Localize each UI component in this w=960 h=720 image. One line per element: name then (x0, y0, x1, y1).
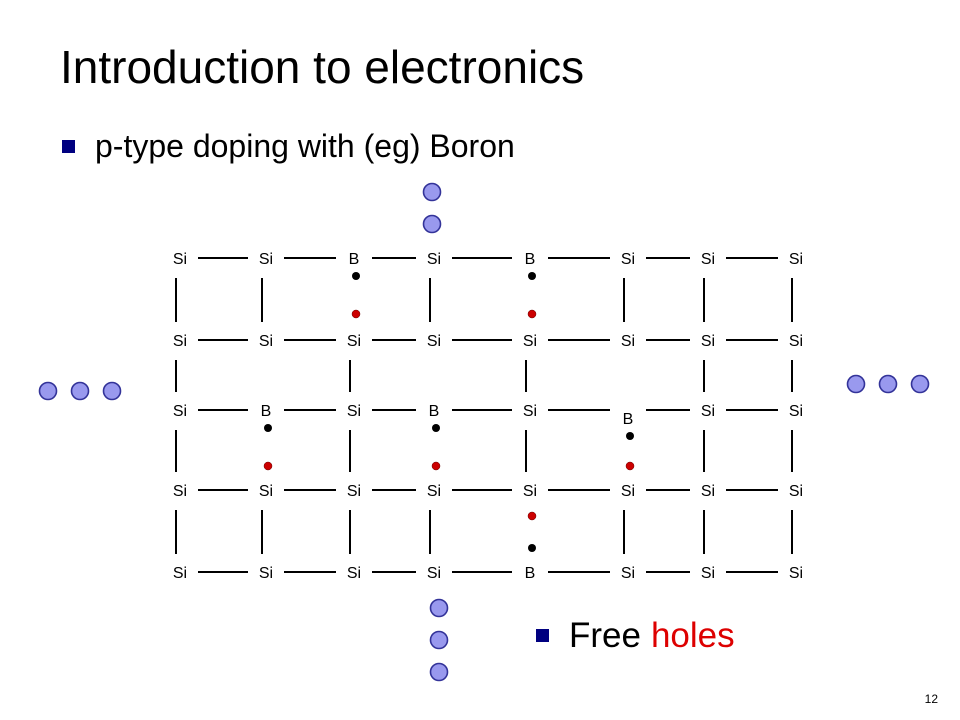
bullet-square-icon (62, 139, 75, 153)
silicon-atom-label: Si (523, 333, 537, 350)
continuation-electron-dot (910, 374, 930, 394)
free-holes-bullet: Free holes (536, 618, 735, 653)
silicon-atom-label: Si (789, 333, 803, 350)
silicon-atom-label: Si (347, 565, 361, 582)
silicon-atom-label: Si (259, 483, 273, 500)
continuation-electron-dot (422, 182, 442, 202)
boron-atom-label: B (349, 251, 360, 268)
boron-electron-dot (264, 424, 272, 432)
slide-title: Introduction to electronics (60, 41, 585, 93)
silicon-atom-label: Si (523, 403, 537, 420)
continuation-electron-dot (429, 598, 449, 618)
hole-dot (431, 461, 441, 471)
silicon-atom-label: Si (259, 333, 273, 350)
boron-electron-dot (528, 544, 536, 552)
hole-dot (527, 511, 537, 521)
continuation-electron-dot (102, 381, 122, 401)
silicon-atom-label: Si (789, 565, 803, 582)
silicon-atom-label: Si (621, 251, 635, 268)
silicon-atom-label: Si (427, 251, 441, 268)
subtitle-bullet: p-type doping with (eg) Boron (62, 130, 515, 162)
silicon-atom-label: Si (173, 565, 187, 582)
silicon-atom-label: Si (173, 333, 187, 350)
boron-atom-label: B (525, 251, 536, 268)
silicon-atom-label: Si (621, 565, 635, 582)
silicon-atom-label: Si (701, 483, 715, 500)
silicon-atom-label: Si (347, 483, 361, 500)
silicon-atom-label: Si (621, 483, 635, 500)
silicon-atom-label: Si (701, 565, 715, 582)
silicon-atom-label: Si (789, 251, 803, 268)
boron-electron-dot (626, 432, 634, 440)
silicon-atom-label: Si (347, 333, 361, 350)
free-label: Free (569, 616, 641, 655)
silicon-atom-label: Si (427, 333, 441, 350)
boron-atom-label: B (525, 565, 536, 582)
hole-dot (625, 461, 635, 471)
continuation-electron-dot (38, 381, 58, 401)
continuation-electron-dot (878, 374, 898, 394)
boron-atom-label: B (429, 403, 440, 420)
continuation-electron-dot (429, 630, 449, 650)
hole-dot (527, 309, 537, 319)
bullet-square-icon (536, 629, 549, 642)
boron-electron-dot (528, 272, 536, 280)
silicon-atom-label: Si (347, 403, 361, 420)
silicon-atom-label: Si (259, 251, 273, 268)
silicon-atom-label: Si (789, 403, 803, 420)
silicon-atom-label: Si (259, 565, 273, 582)
boron-electron-dot (352, 272, 360, 280)
silicon-atom-label: Si (701, 403, 715, 420)
boron-electron-dot (432, 424, 440, 432)
silicon-atom-label: Si (427, 565, 441, 582)
continuation-electron-dot (846, 374, 866, 394)
continuation-electron-dot (429, 662, 449, 682)
silicon-atom-label: Si (173, 251, 187, 268)
boron-atom-label: B (623, 411, 634, 428)
silicon-atom-label: Si (173, 483, 187, 500)
silicon-atom-label: Si (701, 251, 715, 268)
silicon-atom-label: Si (789, 483, 803, 500)
boron-atom-label: B (261, 403, 272, 420)
hole-dot (263, 461, 273, 471)
continuation-electron-dot (422, 214, 442, 234)
page-number: 12 (924, 692, 938, 706)
holes-label: holes (650, 616, 735, 655)
silicon-atom-label: Si (701, 333, 715, 350)
silicon-atom-label: Si (173, 403, 187, 420)
continuation-electron-dot (70, 381, 90, 401)
silicon-atom-label: Si (427, 483, 441, 500)
silicon-atom-label: Si (621, 333, 635, 350)
silicon-atom-label: Si (523, 483, 537, 500)
hole-dot (351, 309, 361, 319)
subtitle-text: p-type doping with (eg) Boron (95, 128, 515, 164)
